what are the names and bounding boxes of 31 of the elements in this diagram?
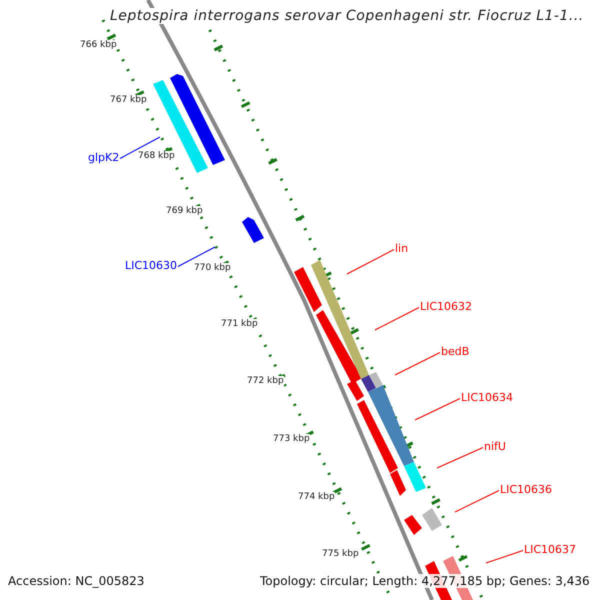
- gene-label: LIC10637: [524, 543, 576, 556]
- gene-label: LIC10636: [500, 483, 552, 496]
- map-title: Leptospira interrogans serovar Copenhageni str. Fiocruz L1-1...: [110, 8, 584, 24]
- gene-label: bedB: [441, 345, 470, 358]
- tick-label: 775 kbp: [322, 549, 359, 559]
- gene-label: LIC10634: [461, 391, 514, 404]
- gene-label: nifU: [484, 440, 506, 453]
- gene-label: LIC10630: [125, 259, 178, 272]
- gene-label: lin: [395, 242, 408, 255]
- tick-label: 773 kbp: [273, 434, 310, 444]
- tick-label: 769 kbp: [166, 206, 203, 216]
- leader-line: [414, 398, 460, 420]
- leader-line: [120, 136, 160, 159]
- leader-line: [394, 352, 440, 376]
- accession-text: Accession: NC_005823: [8, 574, 144, 588]
- leader-line: [454, 490, 500, 512]
- tick-label: 774 kbp: [298, 492, 335, 502]
- leader-line: [374, 307, 420, 330]
- leader-line: [178, 246, 216, 267]
- leader-line: [436, 447, 484, 468]
- leader-line: [486, 550, 524, 564]
- tick-label: 770 kbp: [194, 263, 231, 273]
- tick-label: 767 kbp: [110, 95, 147, 105]
- gene-label: LIC10632: [420, 300, 472, 313]
- tick-label: 771 kbp: [221, 319, 258, 329]
- tick-label: 768 kbp: [138, 151, 175, 161]
- genome-info-text: Topology: circular; Length: 4,277,185 bp; Genes: 3,436: [260, 574, 590, 588]
- gene-label: glpK2: [88, 151, 120, 164]
- leader-line: [346, 249, 394, 274]
- tick-label: 766 kbp: [80, 40, 117, 50]
- tick-label: 772 kbp: [247, 376, 284, 386]
